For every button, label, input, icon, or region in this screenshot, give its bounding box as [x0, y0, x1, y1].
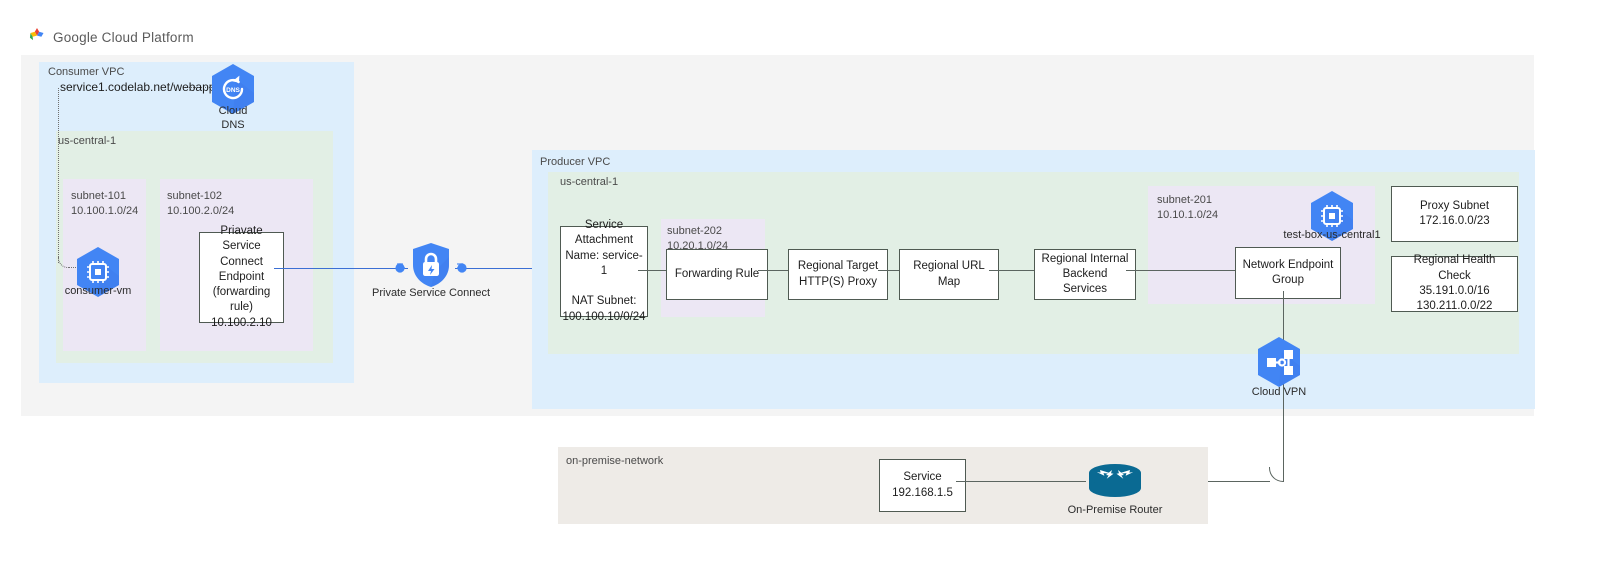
dns-record-connector-top: [185, 87, 220, 88]
producer-zone-label: us-central-1: [560, 176, 619, 188]
private-service-connect-caption: Private Service Connect: [372, 287, 490, 299]
google-cloud-logo: [28, 26, 46, 49]
consumer-vm-caption: consumer-vm: [64, 285, 132, 297]
network-endpoint-group-box[interactable]: Network Endpoint Group: [1235, 247, 1341, 299]
consumer-vpc-label: Consumer VPC: [48, 66, 125, 78]
psc-endpoint-line4: 10.100.2.10: [211, 316, 272, 329]
neg-line1: Network Endpoint: [1242, 258, 1334, 271]
producer-vpc-label: Producer VPC: [540, 156, 611, 168]
health-check-line1: Regional Health Check: [1413, 254, 1496, 282]
cloud-dns-caption-line2: DNS: [221, 119, 245, 132]
private-service-connect-icon[interactable]: [395, 241, 467, 291]
connector-service-to-router: [956, 481, 1086, 482]
connector-backend-to-neg: [1126, 270, 1235, 271]
cloud-dns-caption-line1: Cloud: [218, 105, 248, 117]
subnet-102-label: subnet-102 10.100.2.0/24: [167, 189, 234, 219]
health-check-line3: 130.211.0.0/22: [1416, 300, 1493, 313]
gcp-header: Google Cloud Platform: [28, 26, 194, 49]
cloud-vpn-icon[interactable]: [1256, 336, 1302, 388]
test-box-vm-icon[interactable]: [1309, 190, 1355, 242]
target-proxy-line1: Regional Target: [797, 260, 879, 273]
cloud-dns-icon[interactable]: DNS: [210, 63, 256, 115]
service-attachment-line2: Attachment: [574, 234, 634, 247]
connector-neg-to-vpn: [1283, 291, 1284, 481]
target-proxy-line2: HTTP(S) Proxy: [799, 275, 877, 288]
forwarding-rule-box[interactable]: Forwarding Rule: [666, 249, 768, 300]
regional-target-proxy-box[interactable]: Regional Target HTTP(S) Proxy: [788, 249, 888, 300]
regional-health-check-box[interactable]: Regional Health Check 35.191.0.0/16 130.…: [1391, 254, 1518, 313]
on-premise-router-caption: On-Premise Router: [1067, 504, 1163, 516]
proxy-subnet-line2: 172.16.0.0/23: [1419, 215, 1490, 227]
subnet-202-cidr: 10.20.1.0/24: [667, 239, 729, 252]
consumer-zone-label: us-central-1: [58, 135, 117, 147]
subnet-101-name: subnet-101: [71, 190, 127, 202]
cloud-dns-caption: Cloud DNS: [193, 104, 273, 133]
psc-endpoint-box[interactable]: Priavate Service Connect Endpoint (forwa…: [199, 225, 284, 329]
proxy-subnet-line1: Proxy Subnet: [1419, 199, 1490, 212]
svg-text:DNS: DNS: [226, 87, 240, 94]
cloud-vpn-caption: Cloud VPN: [1251, 386, 1307, 398]
service-attachment-line4: NAT Subnet:: [571, 295, 637, 308]
psc-endpoint-line3: (forwarding rule): [212, 286, 271, 314]
subnet-101-cidr: 10.100.1.0/24: [71, 204, 139, 217]
dns-record-connector-vertical: [58, 88, 59, 263]
subnet-201-cidr: 10.10.1.0/24: [1157, 208, 1219, 221]
connector-urlmap-to-backend: [989, 270, 1034, 271]
on-premise-service-line1: Service: [903, 471, 942, 484]
service-attachment-line5: 100.100.10/0/24: [562, 310, 646, 323]
subnet-202-name: subnet-202: [667, 225, 723, 237]
backend-services-line1: Regional Internal: [1041, 252, 1129, 265]
dns-record-label: service1.codelab.net/webapp: [60, 80, 216, 94]
psc-endpoint-line2: Connect Endpoint: [218, 255, 265, 283]
subnet-202-label: subnet-202 10.20.1.0/24: [667, 224, 728, 254]
subnet-201-name: subnet-201: [1157, 194, 1213, 206]
on-premise-network-label: on-premise-network: [566, 455, 664, 467]
backend-services-line2: Backend Services: [1062, 267, 1108, 296]
subnet-201-label: subnet-201 10.10.1.0/24: [1157, 193, 1218, 223]
service-attachment-line1: Service: [584, 219, 624, 232]
regional-backend-services-box[interactable]: Regional Internal Backend Services: [1034, 249, 1136, 300]
psc-link-right: [455, 268, 560, 269]
proxy-subnet-box[interactable]: Proxy Subnet 172.16.0.0/23: [1391, 186, 1518, 242]
connector-sa-to-fr: [638, 270, 666, 271]
forwarding-rule-label: Forwarding Rule: [674, 267, 760, 280]
regional-url-map-box[interactable]: Regional URL Map: [899, 249, 999, 300]
on-premise-service-line2: 192.168.1.5: [892, 486, 953, 499]
url-map-label: Regional URL Map: [913, 260, 985, 288]
psc-link-left: [274, 268, 408, 269]
service-attachment-box[interactable]: Service Attachment Name: service-1 NAT S…: [560, 219, 648, 323]
subnet-102-name: subnet-102: [167, 190, 223, 202]
connector-vpn-to-router-curve: [1269, 467, 1284, 482]
on-premise-router-icon[interactable]: [1087, 461, 1143, 501]
service-attachment-line3: Name: service-1: [565, 249, 643, 277]
brand-label: Google Cloud Platform: [53, 30, 194, 45]
subnet-102-cidr: 10.100.2.0/24: [167, 204, 235, 217]
dns-record-connector-to-vm: [68, 267, 84, 268]
health-check-line2: 35.191.0.0/16: [1419, 285, 1490, 297]
psc-endpoint-line1: Priavate Service: [220, 225, 263, 253]
connector-proxy-to-urlmap: [878, 270, 899, 271]
on-premise-service-box[interactable]: Service 192.168.1.5: [879, 459, 966, 512]
connector-fr-to-proxy: [758, 270, 788, 271]
test-box-vm-caption: test-box-us-central1: [1283, 229, 1381, 241]
consumer-vm-icon[interactable]: [75, 246, 121, 298]
subnet-101-label: subnet-101 10.100.1.0/24: [71, 189, 138, 219]
neg-line2: Group: [1272, 274, 1304, 286]
